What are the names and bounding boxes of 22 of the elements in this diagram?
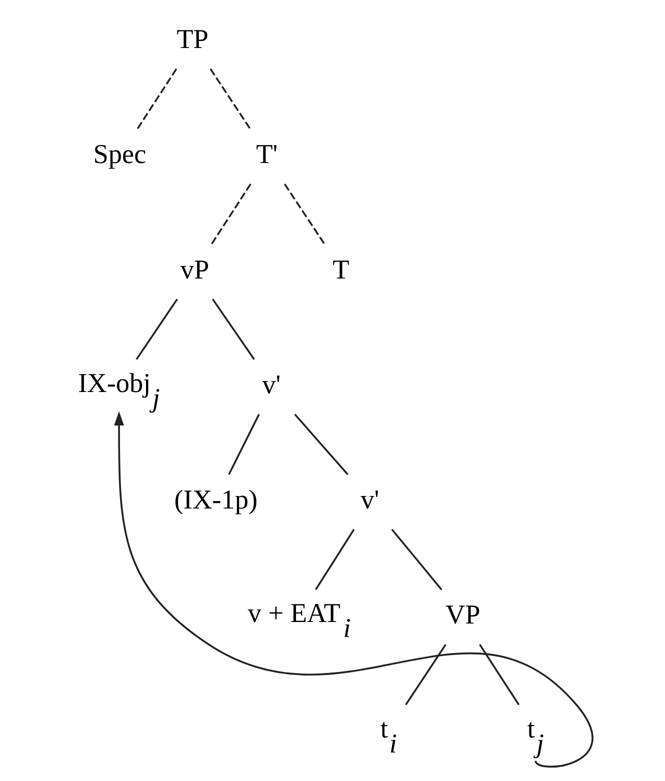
connector: [136, 68, 178, 130]
node-text: (IX-1p): [174, 484, 258, 515]
connector: [228, 414, 260, 475]
connector: [294, 414, 348, 476]
connector: [212, 298, 255, 360]
node-text: Spec: [93, 139, 146, 170]
connector: [284, 184, 326, 245]
node-text: v': [262, 369, 281, 400]
arrow: [114, 411, 594, 768]
node-text: T: [332, 254, 350, 284]
connector: [478, 644, 520, 706]
connector: [210, 68, 252, 130]
connector: [405, 644, 446, 706]
connector: [314, 528, 355, 590]
connector: [391, 528, 442, 590]
node-text: vP: [180, 254, 210, 284]
node-text: TP: [176, 24, 208, 54]
node-text: v': [360, 484, 380, 515]
node-text: VP: [445, 600, 480, 630]
connector: [210, 184, 252, 245]
connector: [136, 298, 178, 360]
node-text: T': [256, 139, 278, 170]
